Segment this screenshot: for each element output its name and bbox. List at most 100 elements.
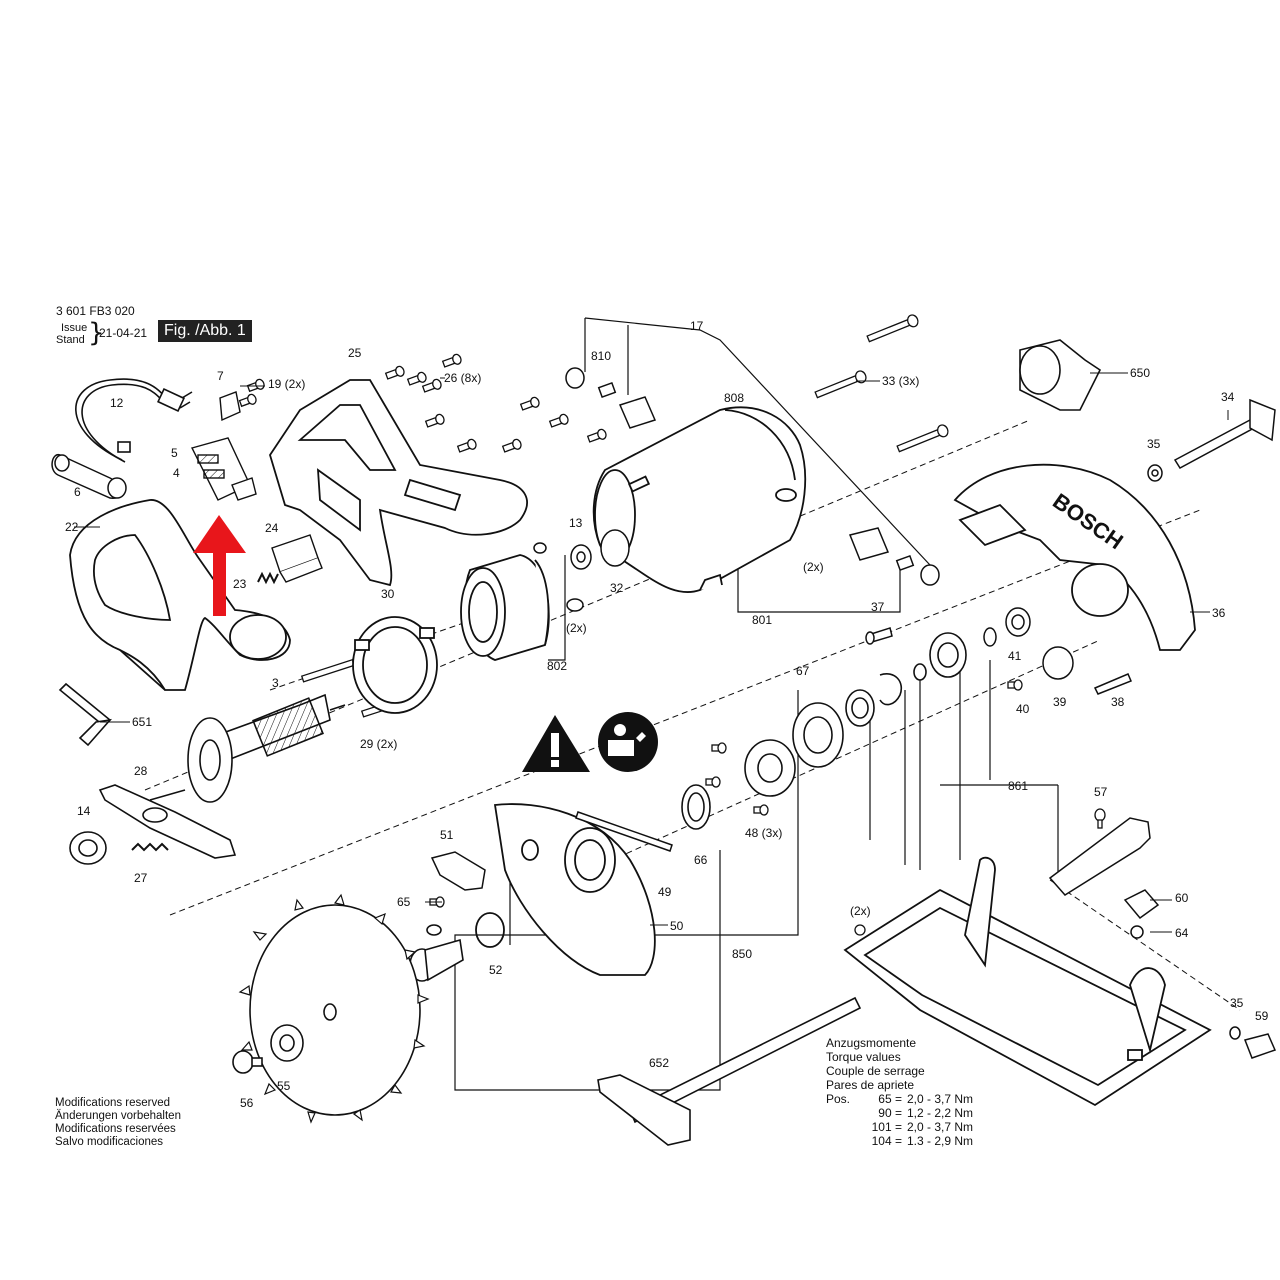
callout-67: 67 [796, 664, 810, 678]
torque-title: Couple de serrage [826, 1064, 925, 1078]
part-23-spring [257, 571, 279, 585]
spindle-assembly [409, 924, 464, 982]
callout-38: 38 [1111, 695, 1125, 709]
part-25-housing [269, 379, 528, 587]
callout-34: 34 [1221, 390, 1235, 404]
callout-57: 57 [1094, 785, 1108, 799]
callout-leaders [74, 372, 1229, 933]
callout-33: 33 (3x) [882, 374, 920, 388]
callout-17: 17 [690, 319, 704, 333]
part-57-bracket [1048, 817, 1151, 896]
part-808-motor-housing [592, 406, 807, 593]
modifications-line: Modifications reservées [55, 1123, 176, 1135]
callout-801: 801 [752, 613, 773, 627]
callout-27: 27 [134, 871, 148, 885]
callout-652: 652 [649, 1056, 670, 1070]
torque-title: Pares de apriete [826, 1078, 915, 1092]
callout-52: 52 [489, 963, 503, 977]
callout-2x-2: (2x) [566, 621, 587, 635]
callout-802: 802 [547, 659, 568, 673]
part-55-washer [270, 1024, 304, 1062]
torque-value: 1.3 - 2,9 Nm [907, 1134, 974, 1148]
callout-810: 810 [591, 349, 612, 363]
torque-title: Anzugsmomente [826, 1036, 917, 1050]
torque-value: 2,0 - 3,7 Nm [907, 1092, 974, 1106]
part-14-bearing [69, 831, 107, 865]
callout-56: 56 [240, 1096, 254, 1110]
figure-label: Fig. /Abb. 1 [158, 320, 252, 342]
callout-35a: 35 [1147, 437, 1161, 451]
callout-60: 60 [1175, 891, 1189, 905]
torque-pos: 65 = [878, 1092, 902, 1106]
saw-blade [238, 893, 430, 1124]
callout-5: 5 [171, 446, 178, 460]
torque-pos: 90 = [878, 1106, 902, 1120]
callout-35b: 35 [1230, 996, 1244, 1010]
callout-650: 650 [1130, 366, 1151, 380]
callout-7: 7 [217, 369, 224, 383]
torque-pos-label: Pos. [826, 1092, 851, 1106]
torque-title: Torque values [826, 1050, 901, 1064]
callout-808: 808 [724, 391, 745, 405]
callout-40: 40 [1016, 702, 1030, 716]
callout-39: 39 [1053, 695, 1067, 709]
part-4-switch [190, 437, 257, 501]
callout-2x-3: (2x) [850, 904, 871, 918]
part-number: 3 601 FB3 020 [56, 304, 135, 318]
power-cord [75, 378, 193, 463]
part-651-hex-key [58, 682, 113, 747]
part-802-stator [460, 554, 550, 661]
part-6-grip [51, 454, 127, 499]
callout-66: 66 [694, 853, 708, 867]
part-51-lever [430, 851, 486, 891]
callout-12: 12 [110, 396, 124, 410]
callout-25: 25 [348, 346, 362, 360]
part-67-flange [681, 702, 844, 830]
callout-861: 861 [1008, 779, 1029, 793]
callout-651: 651 [132, 715, 153, 729]
leader-lines [454, 317, 1059, 1091]
part-59-lever [1229, 1026, 1277, 1059]
callout-49: 49 [658, 885, 672, 899]
highlight-arrow-icon [193, 515, 246, 616]
issue-label: Issue [61, 322, 88, 334]
torque-value: 1,2 - 2,2 Nm [907, 1106, 974, 1120]
part-35-washer [1147, 464, 1163, 482]
callout-19: 19 (2x) [268, 377, 306, 391]
issue-date: 21-04-21 [99, 326, 148, 340]
callout-41: 41 [1008, 649, 1022, 663]
part-50-lower-guard [493, 803, 656, 976]
callout-850: 850 [732, 947, 753, 961]
torque-pos: 104 = [871, 1134, 902, 1148]
part-861-base-plate [843, 856, 1212, 1107]
part-49-rod [575, 811, 673, 852]
part-36-blade-guard: BOSCH [953, 463, 1196, 651]
callout-32: 32 [610, 581, 624, 595]
callout-65: 65 [397, 895, 411, 909]
callout-59: 59 [1255, 1009, 1269, 1023]
callout-30: 30 [381, 587, 395, 601]
bearings-810 [533, 367, 940, 612]
part-30-ring [352, 616, 438, 714]
part-28-lever [98, 784, 237, 859]
callout-37: 37 [871, 600, 885, 614]
callout-23: 23 [233, 577, 247, 591]
warning-icon [522, 715, 590, 772]
callout-28: 28 [134, 764, 148, 778]
callout-24: 24 [265, 521, 279, 535]
callout-26: 26 (8x) [444, 371, 482, 385]
callout-14: 14 [77, 804, 91, 818]
screws [238, 353, 1106, 936]
part-60-knob [1123, 889, 1160, 920]
part-52-ring [475, 912, 505, 948]
modifications-line: Modifications reserved [55, 1097, 171, 1109]
callout-64: 64 [1175, 926, 1189, 940]
part-64-nut [1130, 925, 1144, 939]
torque-pos: 101 = [871, 1120, 902, 1134]
callout-51: 51 [440, 828, 454, 842]
part-22-handle [69, 499, 291, 691]
part-34-shaft [1173, 398, 1276, 469]
part-56-bolt [232, 1050, 263, 1074]
